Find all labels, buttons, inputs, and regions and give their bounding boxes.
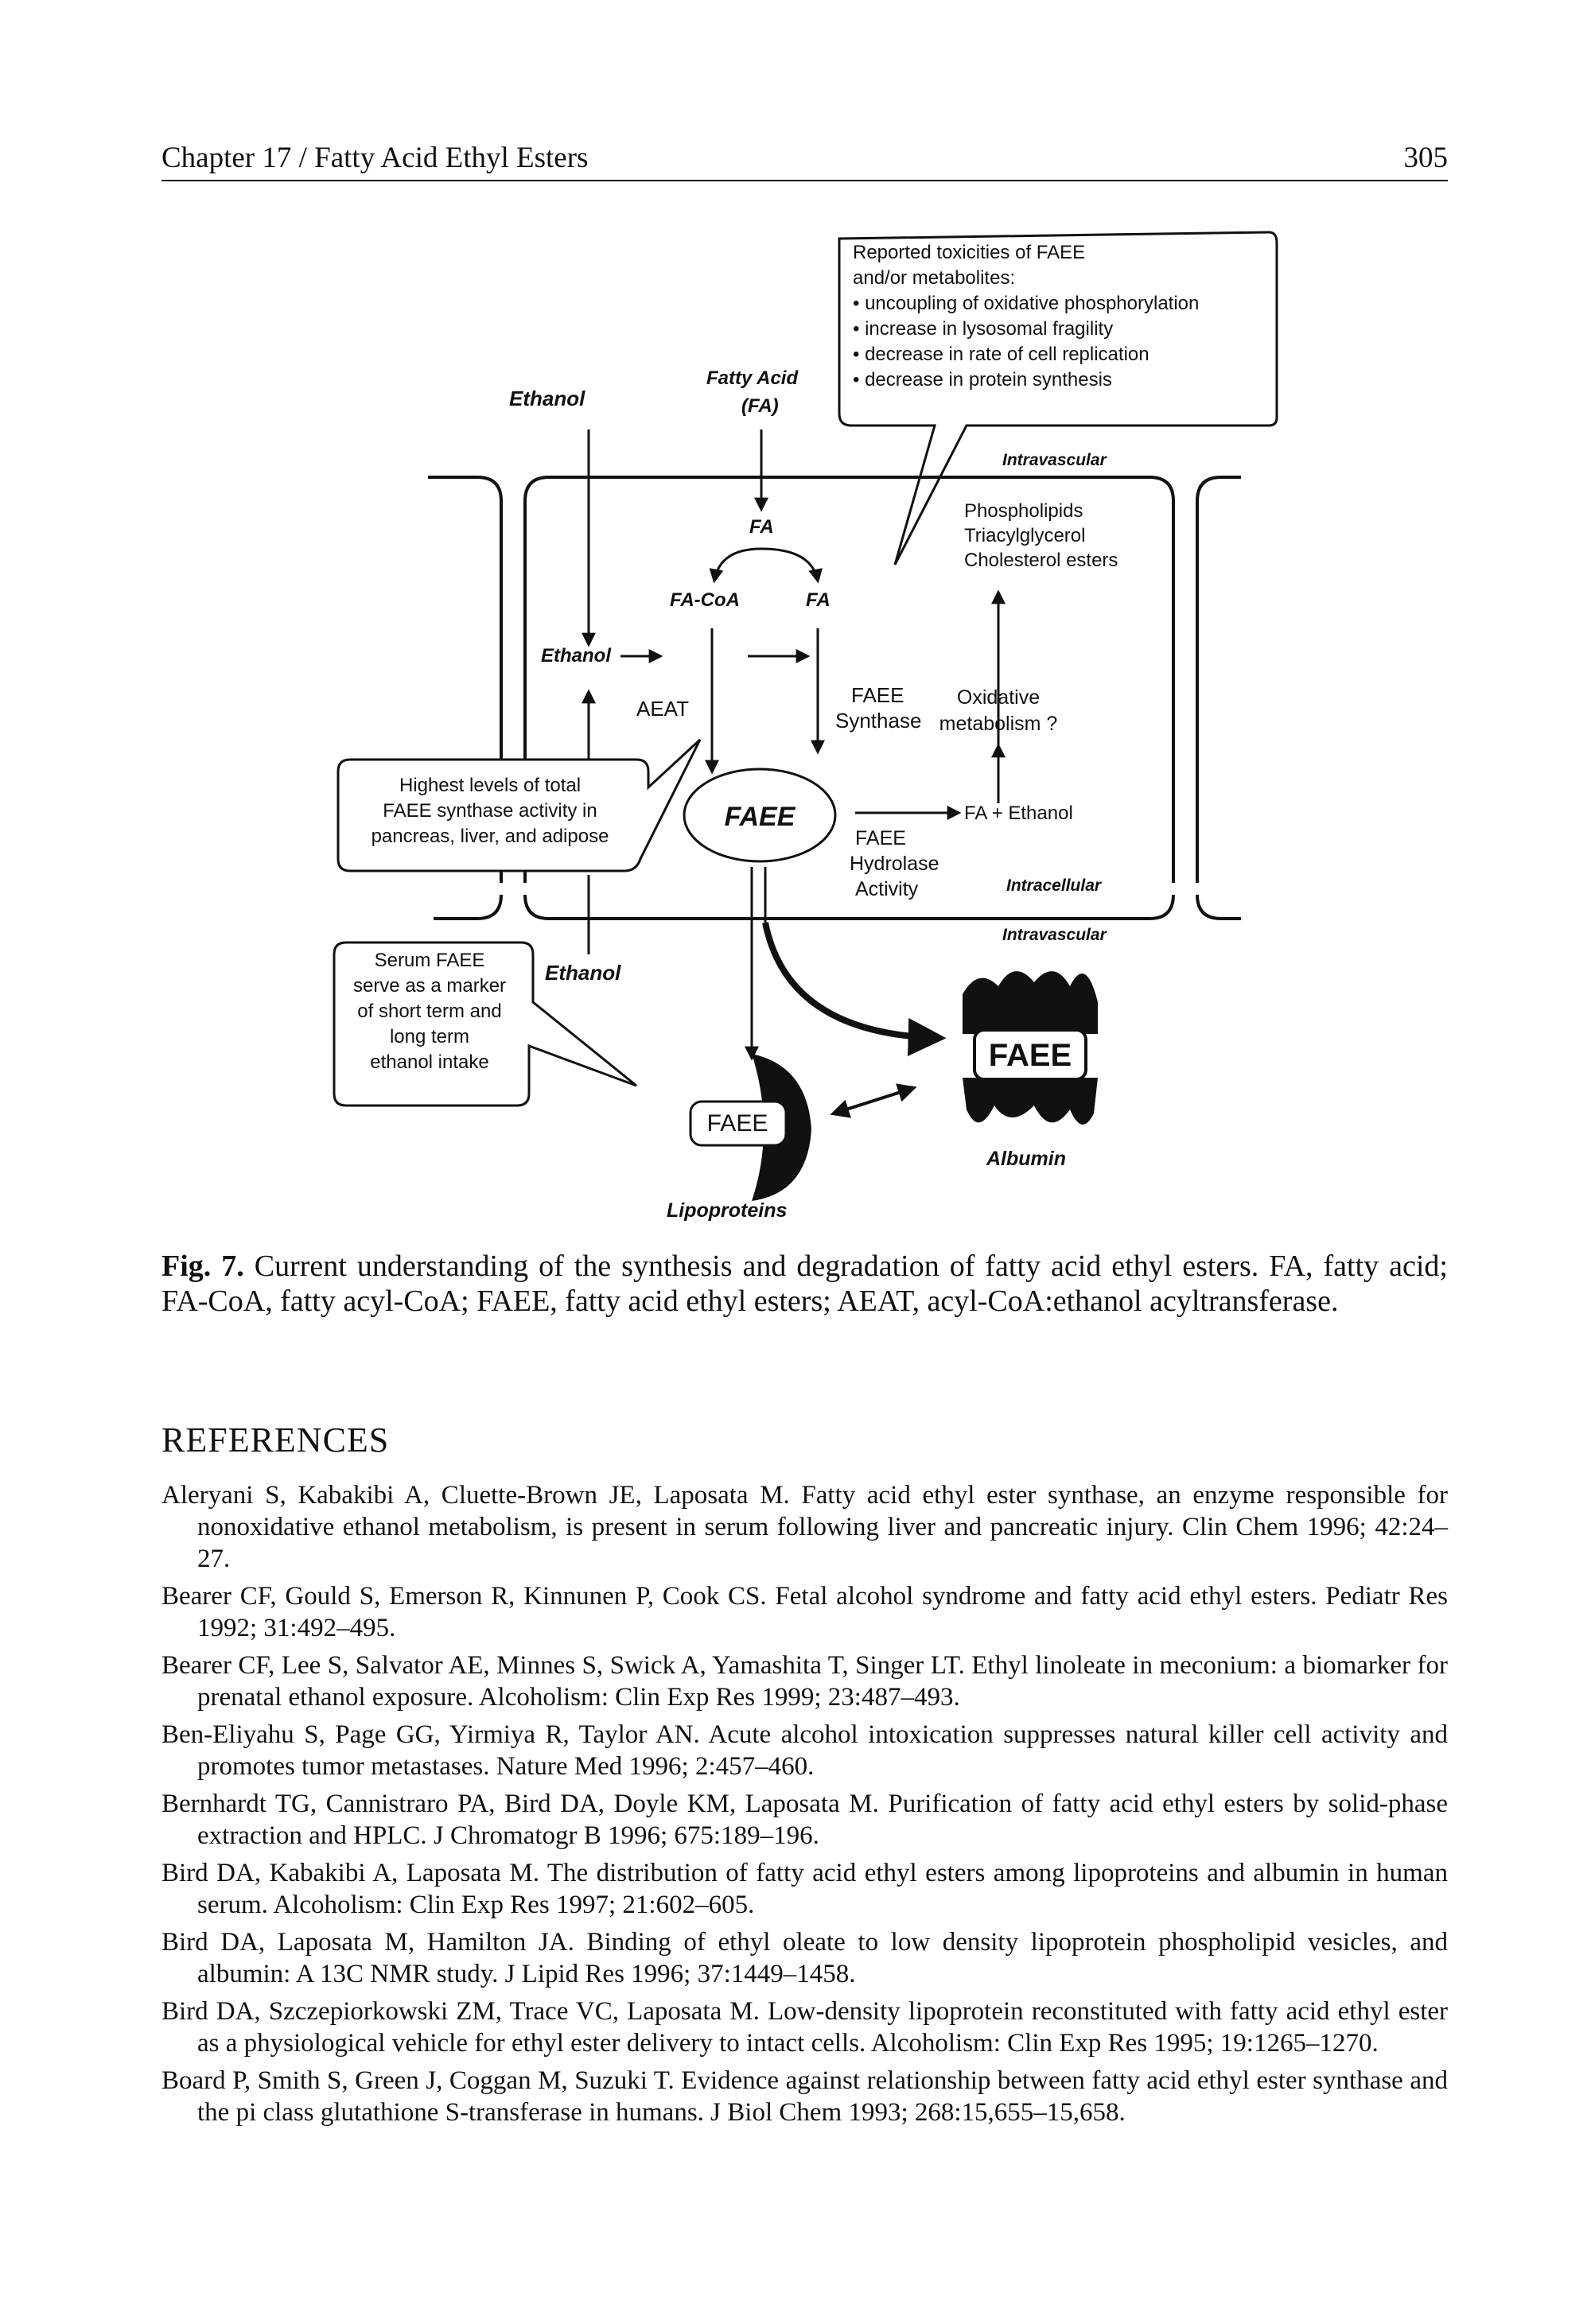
toxicity-item: • increase in lysosomal fragility bbox=[853, 318, 1113, 340]
fatty-acid-label-2: (FA) bbox=[741, 395, 779, 417]
fa-right-label: FA bbox=[806, 589, 831, 611]
hydrolase-line: FAEE bbox=[855, 827, 906, 849]
faee-central-ellipse bbox=[683, 768, 837, 863]
reference-item: Bearer CF, Gould S, Emerson R, Kinnunen … bbox=[161, 1582, 1448, 1642]
lipid-cholesterol-esters: Cholesterol esters bbox=[964, 550, 1118, 571]
faee-to-albumin-arrow bbox=[762, 922, 947, 1056]
highest-levels-line: Highest levels of total bbox=[399, 775, 581, 796]
albumin-faee-box bbox=[973, 1028, 1087, 1081]
reference-item: Board P, Smith S, Green J, Coggan M, Suz… bbox=[161, 2066, 1448, 2127]
toxicities-title-2: and/or metabolites: bbox=[853, 267, 1015, 289]
albumin-shape-top bbox=[963, 971, 1098, 1034]
reference-item: Bird DA, Szczepiorkowski ZM, Trace VC, L… bbox=[161, 1997, 1448, 2058]
toxicities-title-1: Reported toxicities of FAEE bbox=[853, 242, 1085, 263]
fa-coa-label: FA-CoA bbox=[670, 589, 740, 611]
faee-pathway-diagram: Reported toxicities of FAEE and/or metab… bbox=[333, 231, 1278, 1222]
chapter-title: Chapter 17 / Fatty Acid Ethyl Esters bbox=[161, 142, 589, 174]
highest-levels-line: pancreas, liver, and adipose bbox=[371, 826, 609, 847]
oxidative-label-1: Oxidative bbox=[957, 686, 1040, 709]
reference-item: Aleryani S, Kabakibi A, Cluette-Brown JE… bbox=[161, 1481, 1448, 1573]
intravascular-top-label: Intravascular bbox=[1002, 451, 1108, 469]
reference-item: Bearer CF, Lee S, Salvator AE, Minnes S,… bbox=[161, 1651, 1448, 1712]
fatty-acid-label-1: Fatty Acid bbox=[706, 367, 799, 389]
caption-text: Current understanding of the synthesis a… bbox=[161, 1249, 1448, 1318]
cell-membrane-top bbox=[428, 476, 1241, 883]
serum-line: ethanol intake bbox=[370, 1051, 488, 1073]
fa-split-left bbox=[709, 547, 762, 584]
figure-caption: Fig. 7. Current understanding of the syn… bbox=[161, 1249, 1448, 1319]
serum-callout-border bbox=[333, 941, 637, 1107]
faee-synthase-label-2: Synthase bbox=[835, 709, 921, 733]
ethanol-bottom-label: Ethanol bbox=[545, 961, 621, 985]
fa-split-right bbox=[760, 547, 823, 584]
reference-item: Bird DA, Kabakibi A, Laposata M. The dis… bbox=[161, 1859, 1448, 1919]
lipoprotein-faee-box bbox=[689, 1100, 788, 1147]
faee-central-label: FAEE bbox=[725, 802, 796, 832]
reference-item: Bernhardt TG, Cannistraro PA, Bird DA, D… bbox=[161, 1790, 1448, 1850]
ethanol-inner-label: Ethanol bbox=[541, 645, 612, 666]
serum-line: serve as a marker bbox=[353, 975, 506, 997]
intracellular-label: Intracellular bbox=[1006, 876, 1103, 895]
fa-inner-label: FA bbox=[749, 516, 774, 538]
faee-synthase-label-1: FAEE bbox=[851, 683, 904, 707]
hydrolase-line: Hydrolase bbox=[850, 853, 939, 875]
lipid-phospholipids: Phospholipids bbox=[964, 500, 1083, 522]
toxicity-item: • uncoupling of oxidative phosphorylatio… bbox=[853, 293, 1199, 314]
highest-levels-callout-border bbox=[336, 738, 702, 872]
reference-item: Bird DA, Laposata M, Hamilton JA. Bindin… bbox=[161, 1928, 1448, 1988]
serum-line: Serum FAEE bbox=[375, 950, 485, 971]
serum-line: long term bbox=[390, 1026, 469, 1047]
running-header: Chapter 17 / Fatty Acid Ethyl Esters 305 bbox=[161, 135, 1448, 181]
page-number: 305 bbox=[1403, 142, 1449, 174]
lipid-triacylglycerol: Triacylglycerol bbox=[964, 525, 1085, 546]
lipoprotein-faee-label: FAEE bbox=[707, 1110, 768, 1137]
albumin-lipoprotein-exchange-arrow bbox=[830, 1083, 917, 1118]
aeat-label: AEAT bbox=[636, 697, 689, 721]
reference-item: Ben-Eliyahu S, Page GG, Yirmiya R, Taylo… bbox=[161, 1720, 1448, 1781]
references-list: Aleryani S, Kabakibi A, Cluette-Brown JE… bbox=[161, 1479, 1448, 2134]
toxicities-callout-border bbox=[838, 231, 1278, 565]
intravascular-bottom-label: Intravascular bbox=[1002, 926, 1108, 944]
references-heading: REFERENCES bbox=[161, 1420, 390, 1459]
hydrolase-line: Activity bbox=[855, 878, 919, 900]
albumin-faee-label: FAEE bbox=[989, 1038, 1072, 1073]
ethanol-top-label: Ethanol bbox=[509, 387, 585, 410]
cell-membrane-bottom bbox=[434, 894, 1241, 920]
serum-line: of short term and bbox=[357, 1001, 501, 1022]
albumin-shape-bottom bbox=[963, 1078, 1098, 1125]
lipoproteins-label: Lipoproteins bbox=[667, 1199, 787, 1222]
toxicity-item: • decrease in rate of cell replication bbox=[853, 344, 1149, 365]
highest-levels-line: FAEE synthase activity in bbox=[383, 800, 597, 822]
oxidative-label-2: metabolism ? bbox=[939, 713, 1058, 735]
fa-ethanol-label: FA + Ethanol bbox=[964, 803, 1073, 824]
caption-label: Fig. 7. bbox=[161, 1249, 244, 1283]
albumin-label: Albumin bbox=[986, 1148, 1066, 1170]
toxicity-item: • decrease in protein synthesis bbox=[853, 369, 1112, 391]
